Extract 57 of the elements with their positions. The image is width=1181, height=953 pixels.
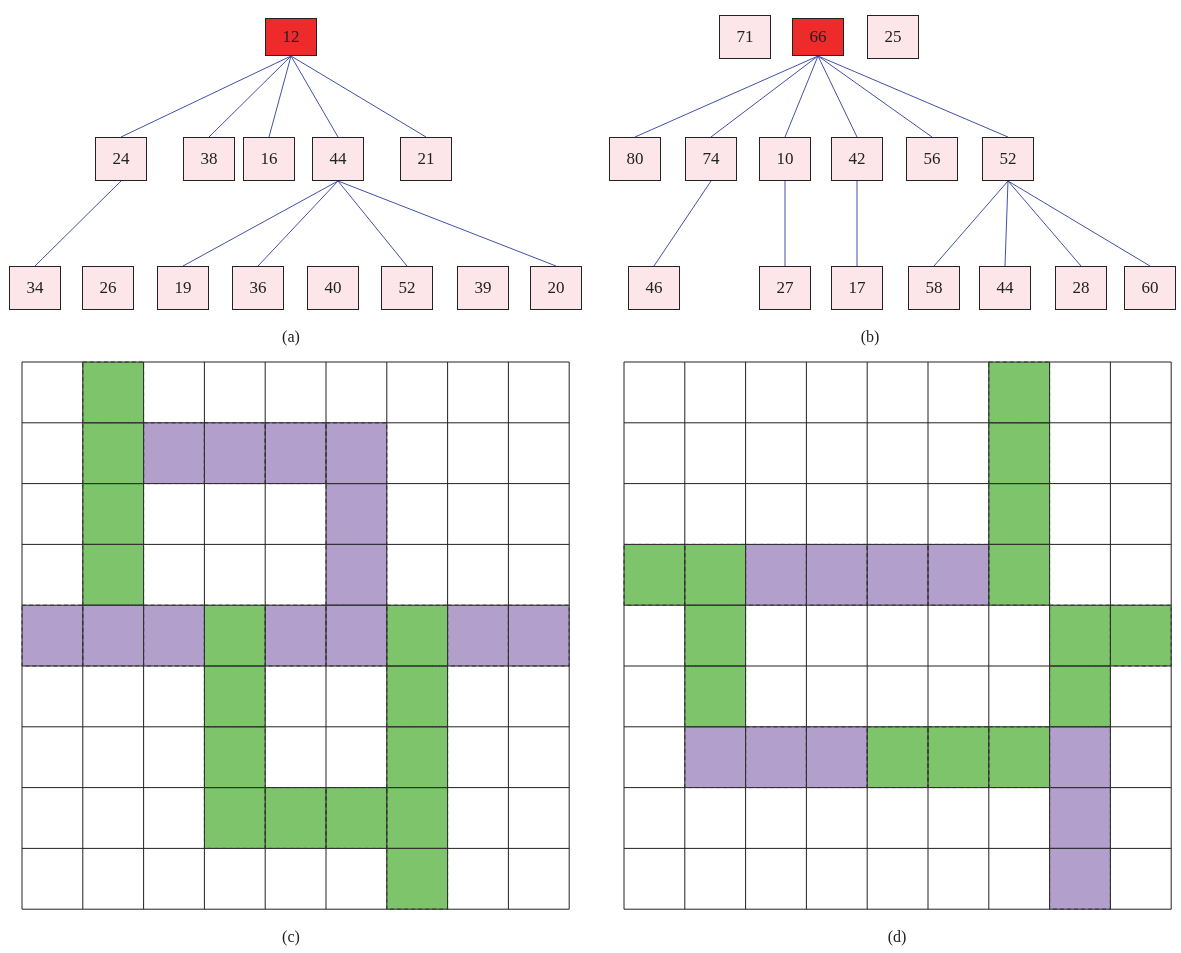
- connector-line: [710, 55, 819, 138]
- node-box: 74: [685, 137, 737, 181]
- connector-line: [856, 180, 858, 267]
- node-box: 25: [867, 15, 919, 59]
- node-box: 46: [628, 266, 680, 310]
- panel-label: (b): [860, 328, 880, 346]
- connector-line: [337, 180, 557, 267]
- node-box: 28: [1055, 266, 1107, 310]
- connector-line: [268, 55, 292, 138]
- connector-line: [784, 180, 786, 267]
- connector-line: [257, 180, 339, 267]
- connector-line: [634, 55, 819, 138]
- node-box: 40: [307, 266, 359, 310]
- node-box: 19: [157, 266, 209, 310]
- node-box: 39: [457, 266, 509, 310]
- connector-line: [817, 55, 933, 138]
- connector-line: [653, 180, 712, 267]
- connector-line: [290, 55, 339, 138]
- panel-label: (d): [887, 928, 907, 946]
- node-box: 42: [831, 137, 883, 181]
- node-box: 71: [719, 15, 771, 59]
- node-box: 16: [243, 137, 295, 181]
- root-node-box: 66: [792, 18, 844, 56]
- node-box: 20: [530, 266, 582, 310]
- node-box: 36: [232, 266, 284, 310]
- panel-label: (a): [282, 328, 300, 346]
- connector-line: [784, 55, 819, 138]
- node-box: 44: [979, 266, 1031, 310]
- connector-line: [337, 180, 408, 267]
- node-box: 26: [82, 266, 134, 310]
- node-box: 60: [1124, 266, 1176, 310]
- node-box: 10: [759, 137, 811, 181]
- node-box: 58: [908, 266, 960, 310]
- node-box: 24: [95, 137, 147, 181]
- panel-label: (c): [282, 928, 300, 946]
- node-box: 56: [906, 137, 958, 181]
- connector-line: [290, 55, 427, 138]
- node-box: 17: [831, 266, 883, 310]
- connector-line: [817, 55, 858, 138]
- node-box: 80: [609, 137, 661, 181]
- connector-line: [182, 180, 339, 267]
- root-node-box: 12: [265, 18, 317, 56]
- node-box: 27: [759, 266, 811, 310]
- node-box: 34: [9, 266, 61, 310]
- node-box: 21: [400, 137, 452, 181]
- connector-line: [933, 180, 1009, 267]
- connector-line: [120, 55, 292, 138]
- connector-line: [1004, 180, 1009, 267]
- connector-line: [208, 55, 292, 138]
- node-box: 44: [312, 137, 364, 181]
- node-box: 38: [183, 137, 235, 181]
- connector-line: [817, 55, 1009, 138]
- node-box: 52: [982, 137, 1034, 181]
- node-box: 52: [381, 266, 433, 310]
- connector-line: [1007, 180, 1151, 267]
- connector-line: [34, 180, 122, 267]
- connector-line: [1007, 180, 1082, 267]
